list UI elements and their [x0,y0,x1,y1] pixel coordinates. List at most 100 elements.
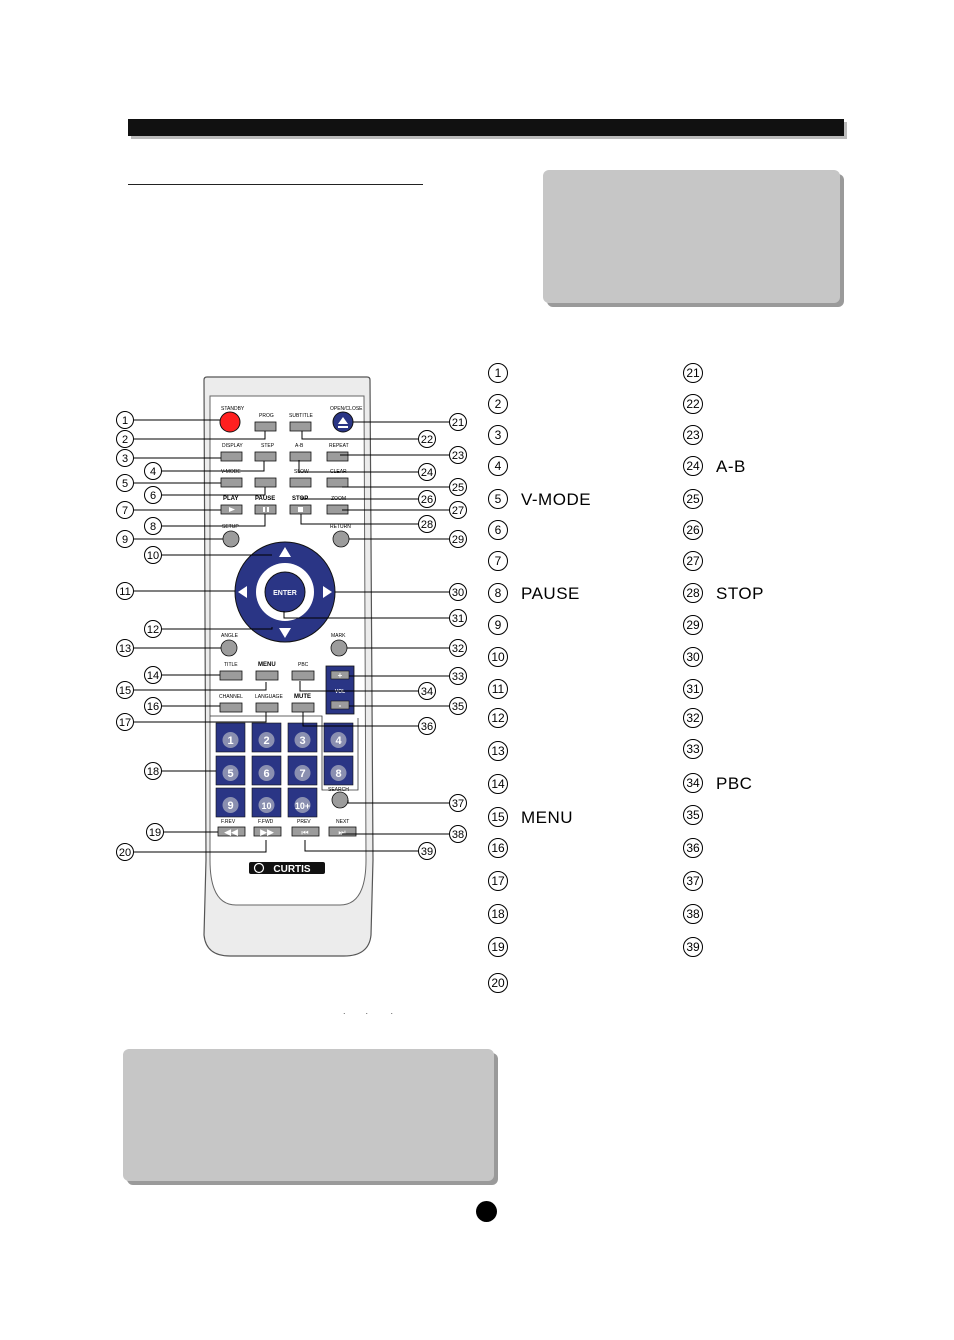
callout-circle [418,717,436,735]
pause-icon [263,507,269,512]
legend-item: 33 [683,739,853,763]
number-key-label: 4 [335,735,342,747]
section-underline [128,184,423,185]
svg-text:NEXT: NEXT [336,819,349,825]
legend-number: 13 [488,741,508,761]
svg-text:TITLE: TITLE [224,662,238,668]
legend-item: 30 [683,647,853,671]
legend-label: STOP [716,584,764,603]
callout-number: 38 [452,829,464,841]
legend-item: 35 [683,805,853,829]
svg-text:ENTER: ENTER [273,590,297,597]
callout-line [283,611,449,619]
callout-group: 1234567891011121314151617181920212223242… [116,411,467,861]
legend-item: 12 [488,708,658,732]
callout-number: 3 [122,453,128,465]
callout-number: 9 [122,534,128,546]
legend-number: 11 [488,679,508,699]
left-arrow-icon [238,586,247,598]
callout-number: 33 [452,671,464,683]
button-row-2: DISPLAY STEP A-B REPEAT [220,443,349,462]
callout-number: 12 [147,624,159,636]
legend-number: 14 [488,774,508,794]
note-box-bottom [123,1049,494,1181]
legend-item: 6 [488,520,658,544]
legend-number: 17 [488,871,508,891]
legend-label: PBC [716,774,753,793]
legend-label: V-MODE [521,490,592,509]
legend-number: 20 [488,973,508,993]
enter-button [264,571,306,613]
svg-text:PBC: PBC [298,662,309,668]
callout-circle [116,530,134,548]
number-key-label: 2 [263,735,269,747]
open-close-label: OPEN/CLOSE [330,406,363,412]
callout-circle [144,697,162,715]
legend-item: 27 [683,551,853,575]
svg-text:SETUP: SETUP [222,524,239,530]
legend-item: 32 [683,708,853,732]
return-button [332,530,350,548]
callout-number: 21 [452,417,464,429]
callout-circle [144,762,162,780]
svg-text:A-B: A-B [295,443,304,449]
legend-number: 32 [683,708,703,728]
callout-number: 30 [452,587,464,599]
legend-number: 8 [488,583,508,603]
legend-item: 20 [488,973,658,997]
svg-text:CHANNEL: CHANNEL [219,694,243,700]
callout-line [302,712,418,727]
prev-button [291,826,320,837]
svg-text:PLAY: PLAY [223,496,238,502]
callout-number: 16 [147,701,159,713]
legend-item: 19 [488,937,658,961]
callout-number: 27 [452,505,464,517]
callout-circle [449,667,467,685]
legend-item: 11 [488,679,658,703]
number-key-label: 9 [227,800,233,812]
callout-circle [146,823,164,841]
legend-label: MENU [521,808,574,827]
next-button [328,826,357,837]
callout-line [301,497,418,500]
callout-circle [144,517,162,535]
legend-number: 3 [488,425,508,445]
callout-number: 6 [150,490,156,502]
svg-text:STEP: STEP [261,443,275,449]
callout-number: 36 [421,721,433,733]
f-fwd-button [253,826,282,837]
svg-text:F.FWD: F.FWD [258,819,274,825]
legend-item: 21 [683,363,853,387]
setup-button [222,530,240,548]
eject-icon [338,417,348,428]
callout-line [162,627,273,630]
callout-circle [116,474,134,492]
svg-text:CURTIS: CURTIS [273,864,311,875]
callout-number: 4 [150,466,156,478]
svg-text:MENU: MENU [258,662,276,668]
callout-circle [449,478,467,496]
svg-text:MUTE: MUTE [294,694,311,700]
legend-item: 17 [488,871,658,895]
callout-circle [449,501,467,519]
legend-number: 24 [683,456,703,476]
callout-line [301,431,418,440]
callout-circle [418,430,436,448]
legend-item: 22 [683,394,853,418]
legend-label: PAUSE [521,584,580,603]
callout-number: 31 [452,613,464,625]
legend-item: 14 [488,774,658,798]
search-button [331,791,349,809]
svg-text:REPEAT: REPEAT [329,443,349,449]
legend-number: 1 [488,363,508,383]
legend-label: A-B [716,457,746,476]
legend-number: 30 [683,647,703,667]
legend-item: 29 [683,615,853,639]
callout-circle [144,666,162,684]
callout-number: 23 [452,450,464,462]
legend-number: 37 [683,871,703,891]
